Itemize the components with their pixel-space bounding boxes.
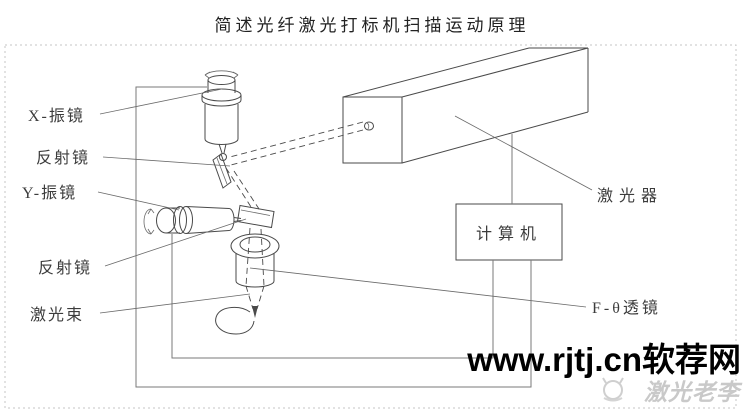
computer-box: 计算机 <box>455 134 563 261</box>
y-galvanometer <box>143 206 242 235</box>
laser-aperture <box>364 121 374 131</box>
watermark: www.rjtj.cn软荐网 激光老李 <box>466 341 743 405</box>
y-rotation-arrow-icon <box>143 208 152 235</box>
x-mirror <box>212 153 232 189</box>
y-galvo-label: Y-振镜 <box>22 183 77 202</box>
diagram-border <box>4 44 737 409</box>
y-mirror-label: 反射镜 <box>38 258 92 277</box>
laser-box <box>342 47 589 164</box>
brand-logo-icon <box>602 377 624 402</box>
beam-arrowhead-icon <box>252 306 258 318</box>
scan-field-arc <box>215 307 255 335</box>
x-galvo-label: X-振镜 <box>28 106 85 125</box>
y-mirror <box>236 204 275 229</box>
laser-beam-path <box>225 121 364 318</box>
f-theta-label: F-θ透镜 <box>592 298 661 317</box>
f-theta-lens <box>230 233 280 288</box>
beam-label: 激光束 <box>30 306 84 324</box>
control-lines <box>135 86 532 388</box>
x-rotation-arrow-icon <box>204 70 239 76</box>
laser-label: 激光器 <box>597 187 663 205</box>
computer-label: 计算机 <box>476 224 542 243</box>
label-leader-lines <box>97 88 593 314</box>
x-mirror-label: 反射镜 <box>36 148 90 167</box>
x-galvo-cable <box>135 86 532 388</box>
brand-watermark: 激光老李 <box>644 379 743 405</box>
y-galvo-cable <box>171 234 494 359</box>
x-galvanometer <box>201 70 242 154</box>
diagram-title: 简述光纤激光打标机扫描运动原理 <box>215 16 530 35</box>
site-watermark: www.rjtj.cn软荐网 <box>466 341 741 378</box>
